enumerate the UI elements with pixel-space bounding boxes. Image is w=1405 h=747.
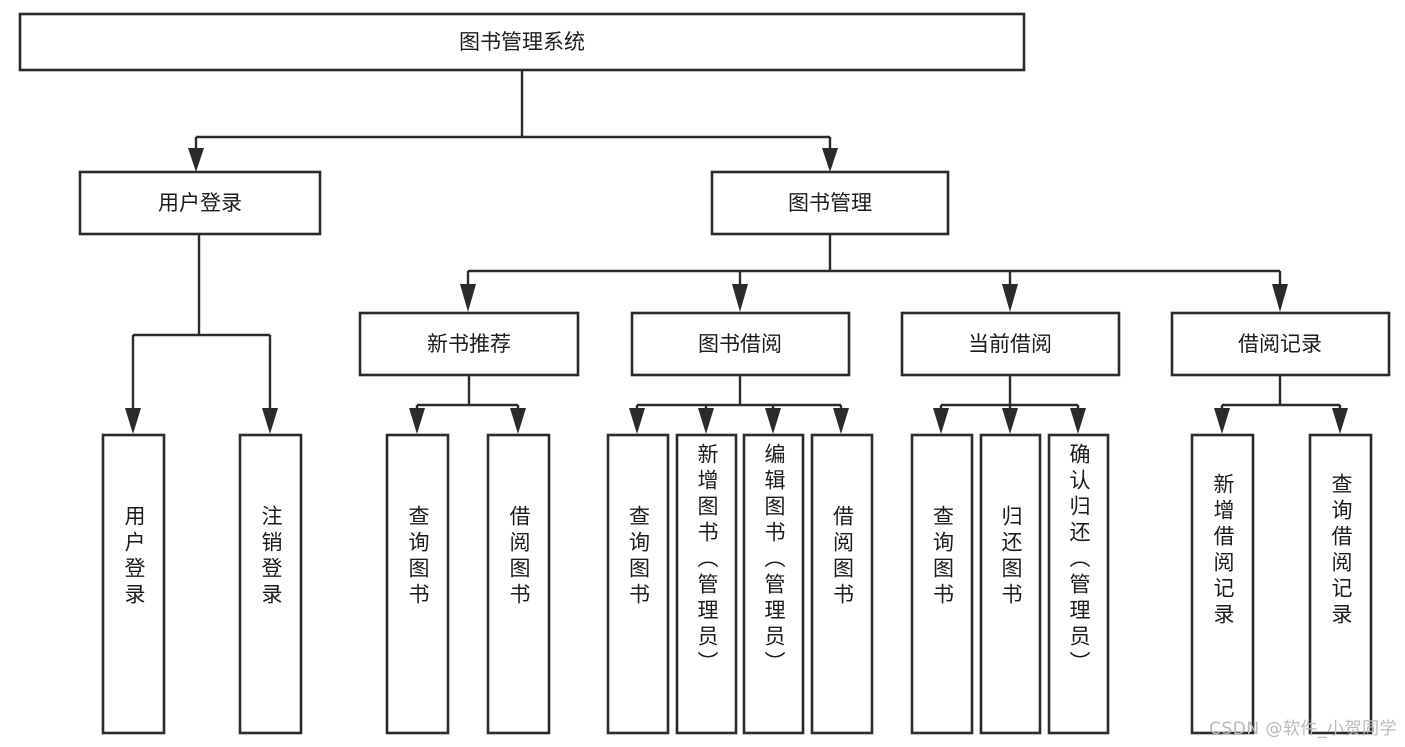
arrow-head-leaf-confirm-return: [1070, 408, 1086, 434]
node-leaf-query-book-1-box[interactable]: [385, 433, 450, 735]
node-current-borrow-label: 当前借阅: [968, 332, 1052, 356]
node-leaf-confirm-return-box[interactable]: [1047, 433, 1110, 735]
node-book-manage-box[interactable]: [710, 170, 950, 236]
arrow-head-book-manage: [822, 148, 838, 172]
node-new-book-rec-label: 新书推荐: [427, 332, 511, 356]
arrow-head-leaf-logout: [262, 408, 278, 434]
arrow-head-borrow-record: [1272, 284, 1288, 312]
node-book-borrow-label: 图书借阅: [698, 332, 782, 356]
node-leaf-user-login-box[interactable]: [101, 433, 166, 735]
arrow-head-book-borrow: [732, 284, 748, 312]
arrow-head-leaf-query-book-3: [933, 408, 949, 434]
node-root-box[interactable]: [18, 12, 1026, 72]
node-leaf-add-record-box[interactable]: [1190, 433, 1255, 735]
node-book-borrow-box[interactable]: [630, 311, 851, 377]
node-leaf-edit-book-box[interactable]: [742, 433, 805, 735]
node-book-borrow[interactable]: 图书借阅: [630, 311, 851, 377]
arrow-head-leaf-add-book: [698, 408, 714, 434]
node-current-borrow-box[interactable]: [900, 311, 1121, 377]
node-leaf-query-record-box[interactable]: [1308, 433, 1373, 735]
node-leaf-borrow-book-1-box[interactable]: [486, 433, 551, 735]
connector-layer: [125, 70, 1348, 434]
arrow-head-leaf-user-login: [125, 408, 141, 434]
arrow-head-leaf-query-record: [1332, 408, 1348, 434]
node-user-login-box[interactable]: [78, 170, 322, 236]
node-book-manage[interactable]: 图书管理: [710, 170, 950, 236]
node-new-book-rec-box[interactable]: [358, 311, 580, 377]
arrow-head-leaf-edit-book: [765, 408, 781, 434]
node-borrow-record[interactable]: 借阅记录: [1170, 311, 1391, 377]
arrow-head-leaf-borrow-book-1: [510, 408, 526, 434]
arrow-head-leaf-borrow-book-2: [833, 408, 849, 434]
node-user-login[interactable]: 用户登录: [78, 170, 322, 236]
node-borrow-record-label: 借阅记录: [1238, 332, 1322, 356]
node-leaf-add-book-box[interactable]: [675, 433, 738, 735]
arrow-head-current-borrow: [1002, 284, 1018, 312]
arrow-head-leaf-query-book-1: [409, 408, 425, 434]
watermark-text: CSDN @软件_小贺同学: [1209, 719, 1397, 739]
node-user-login-label: 用户登录: [158, 191, 242, 215]
arrow-head-leaf-query-book-2: [629, 408, 645, 434]
node-borrow-record-box[interactable]: [1170, 311, 1391, 377]
node-leaf-return-book-box[interactable]: [979, 433, 1042, 735]
node-leaf-query-book-3-box[interactable]: [910, 433, 974, 735]
arrow-head-new-book-rec: [460, 284, 476, 312]
node-leaf-query-book-2-box[interactable]: [606, 433, 670, 735]
node-leaf-logout-box[interactable]: [238, 433, 303, 735]
node-book-manage-label: 图书管理: [788, 191, 872, 215]
node-root[interactable]: 图书管理系统: [18, 12, 1026, 72]
arrow-head-user-login: [188, 148, 204, 172]
node-root-label: 图书管理系统: [459, 30, 585, 54]
node-new-book-rec[interactable]: 新书推荐: [358, 311, 580, 377]
node-leaf-borrow-book-2-box[interactable]: [810, 433, 874, 735]
arrow-head-leaf-return-book: [1002, 408, 1018, 434]
node-current-borrow[interactable]: 当前借阅: [900, 311, 1121, 377]
arrow-head-leaf-add-record: [1214, 408, 1230, 434]
